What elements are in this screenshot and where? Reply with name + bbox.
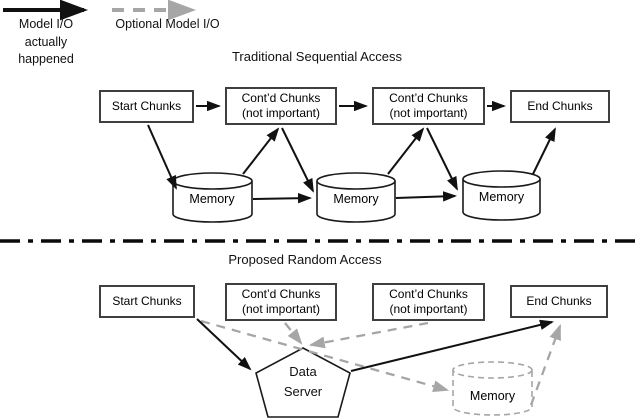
optional-arrow-start-to-memory [200,319,450,393]
arrow-dataserver-to-end [350,319,554,372]
arrow-start-to-memory1 [147,124,177,190]
arrow-memory2-to-contd2 [387,127,425,175]
memory2-cylinder [316,172,396,223]
node-start-chunks-traditional: Start Chunks [99,90,194,123]
memory3-cylinder [462,170,541,221]
arrow-start-to-dataserver [196,318,252,371]
memory1-label: Memory [189,192,235,206]
optional-memory-cylinder [452,361,533,416]
optional-arrow-memory-to-end [529,323,562,406]
optional-memory-label: Memory [469,389,516,403]
memory3-label: Memory [478,190,525,204]
node-contd-chunks2-traditional: Cont’d Chunks (not important) [372,87,485,125]
arrow-contd2-to-memory3 [426,127,458,191]
arrow-contd1-to-memory2 [281,127,314,193]
node-end-chunks-proposed: End Chunks [510,285,608,318]
data-server-label: Data Server [283,364,323,400]
node-contd-chunks1-traditional: Cont’d Chunks (not important) [225,87,337,125]
title-traditional-sequential-access: Traditional Sequential Access [231,49,403,64]
optional-arrow-contd1-to-dataserver [284,322,303,345]
data-server-pentagon [255,347,351,418]
node-start-chunks-proposed: Start Chunks [99,285,195,318]
arrow-memory3-to-end [532,127,556,175]
node-contd-chunks1-proposed: Cont’d Chunks (not important) [225,283,337,321]
title-proposed-random-access: Proposed Random Access [228,252,382,267]
node-end-chunks-traditional: End Chunks [510,90,610,123]
arrow-memory2-to-memory3 [395,191,457,202]
memory2-label: Memory [333,192,379,206]
arrow-memory1-to-memory2 [252,193,312,204]
arrow-memory1-to-contd1 [242,127,280,175]
memory1-cylinder [172,172,253,223]
optional-arrow-contd2-to-dataserver [308,321,429,349]
legend-solid-label: Model I/O actually happened [18,17,74,66]
node-contd-chunks2-proposed: Cont’d Chunks (not important) [372,283,485,321]
legend-dashed-label: Optional Model I/O [115,17,220,31]
